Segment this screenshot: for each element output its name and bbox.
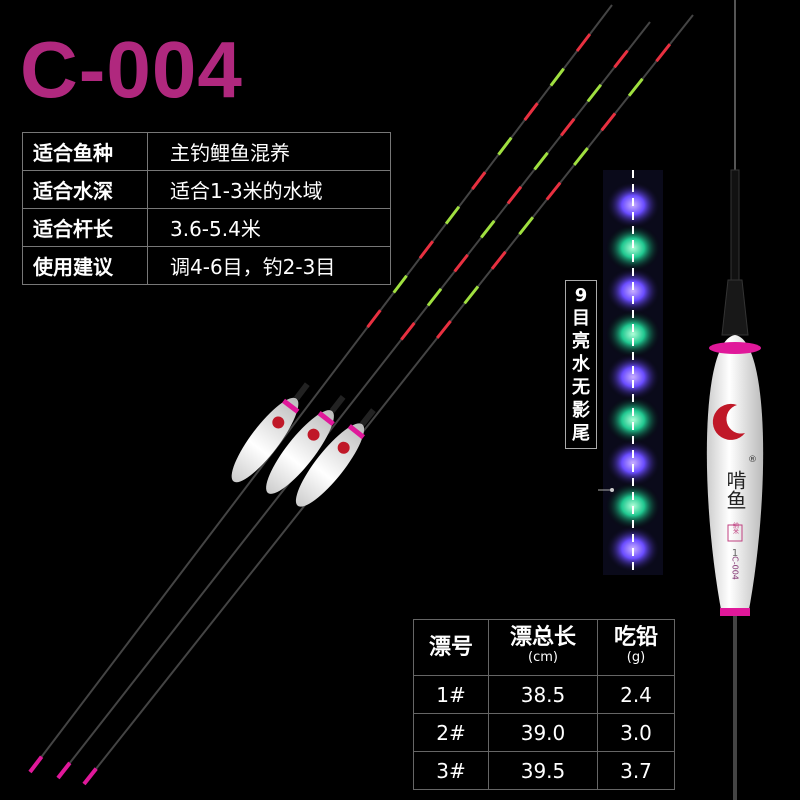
spec-value: 主钓鲤鱼混养 bbox=[147, 132, 391, 171]
glow-dot bbox=[605, 439, 661, 487]
header-cell: 漂总长(cm) bbox=[488, 619, 598, 676]
cell: 3.7 bbox=[597, 751, 675, 790]
diagonal-floats bbox=[28, 4, 694, 786]
svg-text:纳米: 纳米 bbox=[732, 521, 739, 535]
cell: 3.0 bbox=[597, 713, 675, 752]
table-row: 使用建议调4-6目，钓2-3目 bbox=[22, 246, 391, 285]
glow-dot bbox=[605, 310, 661, 358]
header-cell: 漂号 bbox=[413, 619, 489, 676]
spec-value: 3.6-5.4米 bbox=[147, 208, 391, 247]
header-cell: 吃铅(g) bbox=[597, 619, 675, 676]
spec-key: 适合鱼种 bbox=[22, 132, 148, 171]
glow-tail-label: 9目亮水无影尾 bbox=[565, 280, 597, 449]
cell: 1# bbox=[413, 675, 489, 714]
product-title: C-004 bbox=[20, 25, 243, 114]
spec-value: 调4-6目，钓2-3目 bbox=[147, 246, 391, 285]
float-brand: 啃鱼 bbox=[723, 470, 747, 510]
small-float bbox=[56, 21, 651, 780]
svg-text:®: ® bbox=[748, 455, 757, 465]
spec-key: 适合水深 bbox=[22, 170, 148, 209]
glow-dot bbox=[605, 267, 661, 315]
cell: 39.5 bbox=[488, 751, 598, 790]
svg-text:1: 1 bbox=[732, 548, 738, 559]
spec-value: 适合1-3米的水域 bbox=[147, 170, 391, 209]
cell: 2.4 bbox=[597, 675, 675, 714]
glow-dot bbox=[605, 353, 661, 401]
glow-dot bbox=[605, 396, 661, 444]
small-float bbox=[28, 4, 613, 774]
spec-key: 适合杆长 bbox=[22, 208, 148, 247]
table-row: 适合鱼种主钓鲤鱼混养 bbox=[22, 132, 391, 171]
svg-text:C-004: C-004 bbox=[731, 556, 740, 580]
cell: 39.0 bbox=[488, 713, 598, 752]
cell: 38.5 bbox=[488, 675, 598, 714]
table-row: 适合水深适合1-3米的水域 bbox=[22, 170, 391, 209]
glow-tail bbox=[598, 170, 663, 575]
large-float: ® 啃鱼 纳米 1 C-004 bbox=[706, 0, 764, 800]
cell: 3# bbox=[413, 751, 489, 790]
spec-key: 使用建议 bbox=[22, 246, 148, 285]
small-float bbox=[82, 14, 694, 786]
cell: 2# bbox=[413, 713, 489, 752]
